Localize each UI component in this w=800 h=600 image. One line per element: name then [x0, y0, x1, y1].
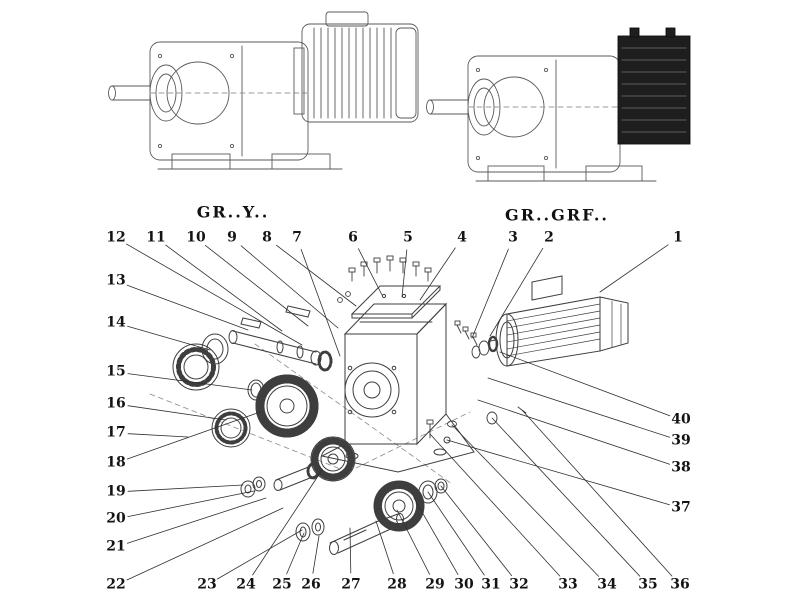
- leader-line-39: [487, 377, 670, 438]
- leader-lines: [126, 243, 673, 581]
- callout-40: 40: [671, 411, 691, 428]
- variant-label-gr-grf: GR..GRF..: [505, 205, 609, 225]
- callout-36: 36: [670, 576, 690, 593]
- leader-line-40: [499, 351, 671, 417]
- assembled-view-gr-y: [108, 11, 419, 170]
- first-stage-gear: [255, 374, 319, 438]
- leader-line-16: [127, 405, 227, 421]
- callout-28: 28: [387, 576, 407, 593]
- callout-2: 2: [544, 229, 554, 246]
- leader-line-33: [429, 433, 561, 577]
- leader-line-32: [440, 485, 513, 576]
- leader-line-19: [127, 484, 244, 492]
- leader-line-3: [471, 248, 509, 339]
- callout-35: 35: [638, 576, 658, 593]
- leader-line-27: [349, 527, 352, 574]
- leader-line-22: [126, 507, 284, 581]
- leader-line-35: [491, 417, 641, 577]
- leader-line-1: [599, 244, 669, 293]
- callout-34: 34: [597, 576, 617, 593]
- leader-line-28: [375, 520, 394, 574]
- leader-line-38: [477, 399, 670, 465]
- assembled-view-gr-grf: [426, 27, 691, 182]
- callout-23: 23: [197, 576, 217, 593]
- callout-9: 9: [227, 229, 237, 246]
- leader-line-36: [521, 409, 673, 577]
- callout-27: 27: [341, 576, 361, 593]
- callout-10: 10: [186, 229, 206, 246]
- callout-33: 33: [558, 576, 578, 593]
- leader-line-18: [126, 411, 261, 460]
- callout-1: 1: [673, 229, 683, 246]
- callout-11: 11: [146, 229, 166, 246]
- leader-line-26: [312, 535, 320, 574]
- base-hardware: [426, 406, 527, 439]
- leader-line-2: [489, 247, 544, 337]
- callout-13: 13: [106, 272, 126, 289]
- callout-21: 21: [106, 538, 126, 555]
- callout-7: 7: [292, 229, 302, 246]
- callout-8: 8: [262, 229, 272, 246]
- leader-line-4: [419, 247, 456, 301]
- callout-19: 19: [106, 483, 126, 500]
- callout-5: 5: [403, 229, 413, 246]
- leader-line-7: [300, 248, 341, 357]
- motor-flange-hardware: [454, 320, 499, 359]
- callout-12: 12: [106, 229, 126, 246]
- leader-line-5: [401, 249, 408, 298]
- leader-line-31: [427, 491, 485, 576]
- variant-label-gr-y: GR..Y..: [196, 202, 270, 222]
- callout-31: 31: [481, 576, 501, 593]
- callout-32: 32: [509, 576, 529, 593]
- callout-17: 17: [106, 424, 126, 441]
- leader-line-12: [126, 243, 303, 346]
- leader-line-11: [165, 244, 283, 332]
- leader-line-30: [413, 497, 459, 575]
- input-shaft-assembly: [228, 305, 333, 372]
- callout-37: 37: [671, 499, 691, 516]
- housing-cover-plate: [350, 285, 442, 319]
- leader-line-24: [252, 469, 323, 576]
- callout-24: 24: [236, 576, 256, 593]
- callout-29: 29: [425, 576, 445, 593]
- callout-25: 25: [272, 576, 292, 593]
- callout-3: 3: [508, 229, 518, 246]
- callout-22: 22: [106, 576, 126, 593]
- cover-bolts: [337, 255, 432, 303]
- leader-line-13: [126, 284, 249, 331]
- leader-line-14: [127, 325, 211, 351]
- callout-30: 30: [454, 576, 474, 593]
- construction-lines: [149, 343, 471, 485]
- leader-line-25: [286, 532, 305, 575]
- leader-line-17: [127, 433, 189, 438]
- second-stage-gear-pinion: [240, 436, 356, 498]
- leader-line-23: [216, 529, 303, 580]
- callout-26: 26: [301, 576, 321, 593]
- callout-14: 14: [106, 314, 126, 331]
- leader-line-20: [127, 490, 255, 517]
- leader-line-21: [127, 497, 267, 544]
- callout-39: 39: [671, 432, 691, 449]
- leader-line-37: [446, 439, 670, 506]
- leader-line-8: [276, 244, 357, 307]
- callout-18: 18: [106, 454, 126, 471]
- callout-38: 38: [671, 459, 691, 476]
- motor: [489, 275, 629, 367]
- exploded-view: [149, 255, 629, 555]
- callout-4: 4: [457, 229, 467, 246]
- leader-line-15: [127, 373, 253, 391]
- callout-15: 15: [106, 363, 126, 380]
- leader-line-34: [451, 424, 600, 577]
- leader-line-10: [204, 244, 309, 327]
- leader-line-9: [240, 245, 339, 329]
- leader-line-29: [396, 509, 431, 575]
- callout-20: 20: [106, 510, 126, 527]
- left-bearings-and-seals: [172, 333, 265, 448]
- callout-6: 6: [348, 229, 358, 246]
- leader-line-6: [357, 248, 383, 296]
- callout-16: 16: [106, 395, 126, 412]
- output-shaft-assembly: [295, 478, 448, 555]
- brake-cover-block: [617, 27, 691, 145]
